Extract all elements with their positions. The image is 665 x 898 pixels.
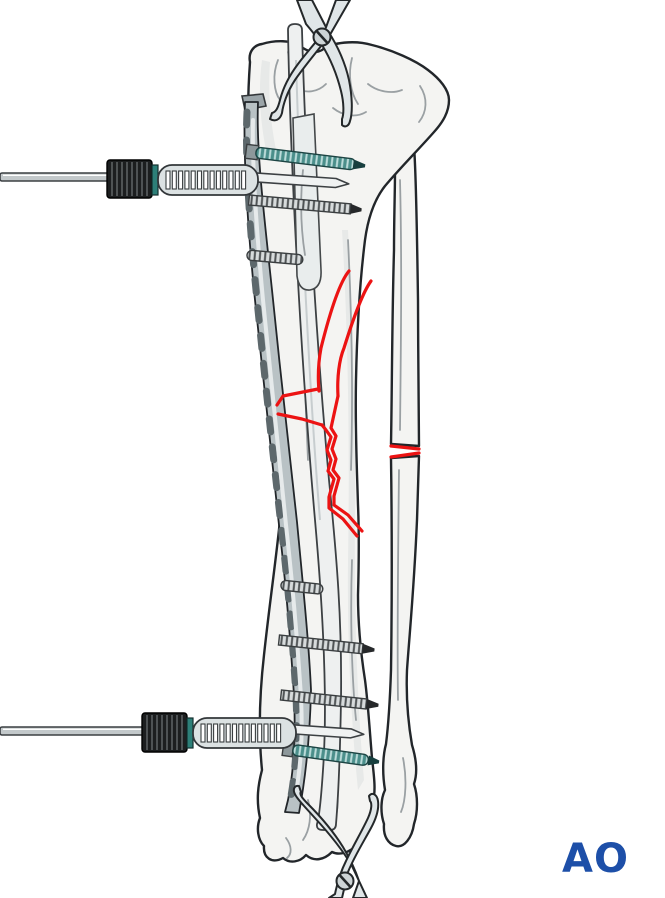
- cortex-screw-distal-2: [277, 634, 375, 655]
- handle-shaft: [0, 172, 111, 182]
- tibia-fracture-lines: [275, 269, 373, 538]
- insertion-handle-proximal: [0, 159, 350, 199]
- pointed-reduction-forceps-distal: [292, 784, 380, 898]
- ao-logo: AO: [562, 836, 629, 882]
- pointed-reduction-forceps-proximal: [269, 0, 353, 128]
- locking-screw-teal-proximal: [244, 143, 366, 171]
- fibula-fracture-line: [389, 444, 421, 459]
- ratchet-slots: [200, 723, 282, 743]
- cortex-screw-proximal-2: [246, 249, 304, 266]
- ratchet-slots: [165, 170, 247, 190]
- cortex-screw-distal-3: [279, 689, 379, 710]
- ao-logo-text: AO: [562, 836, 629, 882]
- cortex-screw-distal-1: [280, 579, 324, 595]
- plate-screws: [244, 143, 380, 766]
- fibula-distal-segment: [380, 454, 421, 848]
- knurled-knob: [106, 159, 153, 199]
- knurled-knob: [141, 712, 188, 753]
- insertion-handle-distal: [0, 712, 365, 753]
- handle-shaft: [0, 726, 146, 736]
- cortex-screw-proximal-1: [247, 194, 362, 215]
